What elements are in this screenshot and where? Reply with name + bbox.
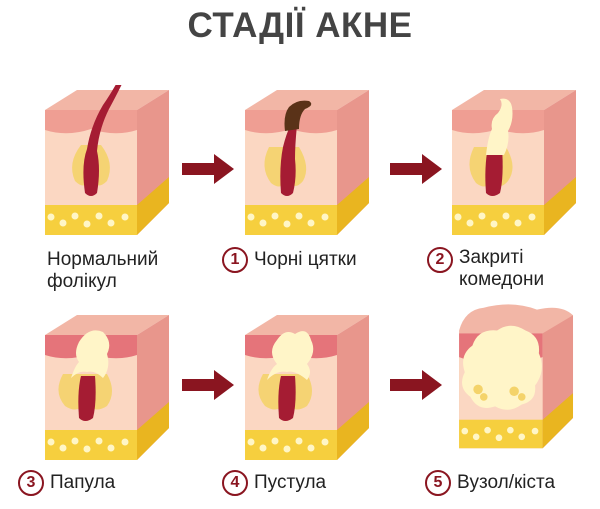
arrow-right-icon xyxy=(182,154,234,184)
stage-label-text: Пустула xyxy=(254,472,327,493)
skin-block-normal-follicle xyxy=(45,85,169,235)
stage-number-badge: 3 xyxy=(18,470,44,496)
stage-label-papule: 3 Папула xyxy=(18,470,115,496)
stage-number-badge: 4 xyxy=(222,470,248,496)
arrow-right-icon xyxy=(182,370,234,400)
skin-block-blackhead xyxy=(245,90,369,235)
page-title: СТАДІЇ АКНЕ xyxy=(187,6,413,45)
stage-label-line: Нормальний xyxy=(47,249,159,270)
stage-number-badge: 5 xyxy=(425,470,451,496)
skin-block-nodule-cyst xyxy=(459,304,574,449)
arrow-right-icon xyxy=(390,370,442,400)
stage-label-text: Папула xyxy=(50,472,116,493)
stage-label-closed-comedones: 2 Закриті комедони xyxy=(427,247,544,291)
skin-block-closed-comedone xyxy=(452,90,576,235)
stage-label-normal-follicle: Нормальний фолікул xyxy=(47,249,158,293)
stage-label-text: Чорні цятки xyxy=(254,249,357,270)
stage-label-pustule: 4 Пустула xyxy=(222,470,326,496)
skin-block-pustule xyxy=(245,315,369,460)
stage-label-line: комедони xyxy=(459,269,545,290)
stage-number-badge: 2 xyxy=(427,247,453,273)
stage-label-line: Закриті xyxy=(459,247,524,268)
skin-block-papule xyxy=(45,315,169,460)
stage-label-nodule-cyst: 5 Вузол/кіста xyxy=(425,470,555,496)
stage-number-badge: 1 xyxy=(222,247,248,273)
arrow-right-icon xyxy=(390,154,442,184)
stage-label-blackheads: 1 Чорні цятки xyxy=(222,247,357,273)
stage-label-line: фолікул xyxy=(47,271,117,292)
stage-label-text: Вузол/кіста xyxy=(457,472,556,493)
